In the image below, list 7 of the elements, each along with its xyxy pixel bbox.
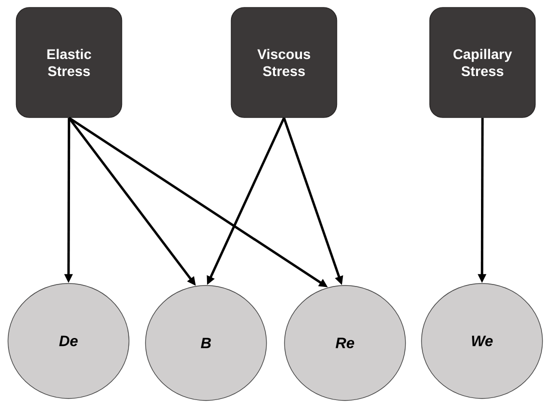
- circle-node: De: [8, 283, 130, 399]
- circle-node: We: [421, 283, 543, 399]
- rounded-box: Capillary Stress: [429, 7, 536, 118]
- circle-node: Re: [284, 285, 406, 401]
- rounded-box: Viscous Stress: [230, 7, 338, 118]
- rounded-box: Elastic Stress: [16, 7, 122, 118]
- circle-node: B: [145, 285, 267, 401]
